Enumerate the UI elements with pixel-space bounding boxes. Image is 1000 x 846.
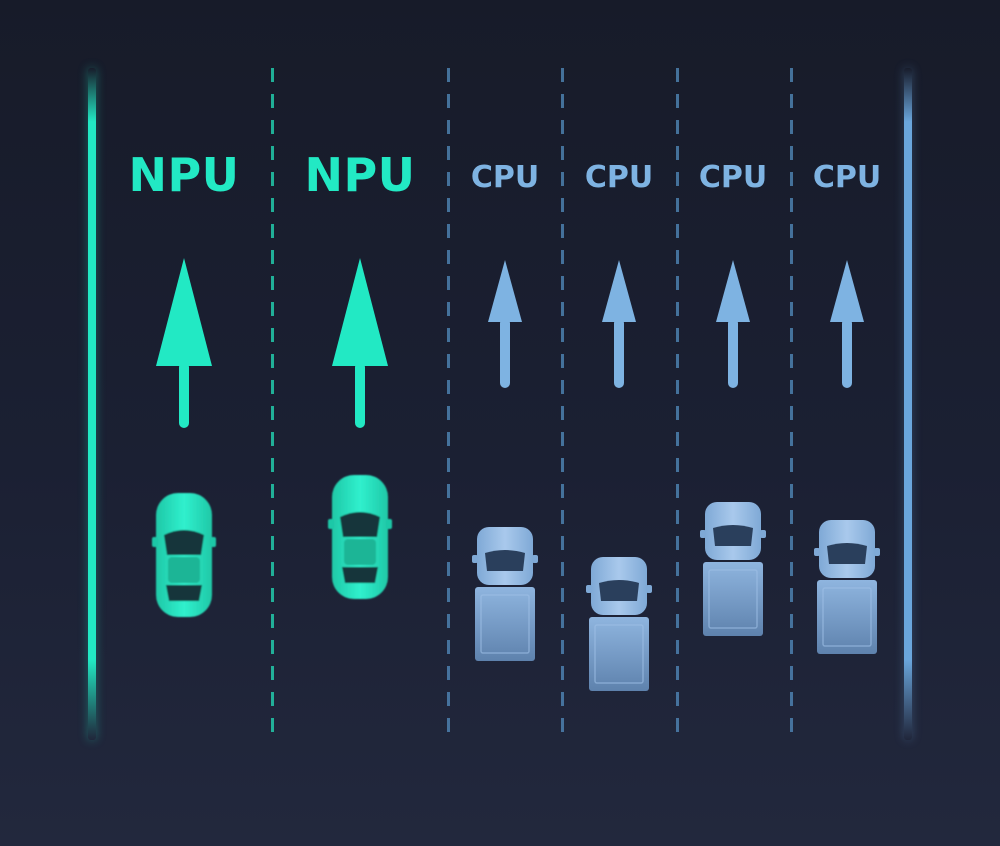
truck-icon	[814, 520, 880, 654]
truck-icon	[586, 557, 652, 691]
sports-car-icon	[152, 493, 216, 617]
arrow-up-icon	[156, 258, 212, 428]
lane-label-npu-1: NPU	[128, 148, 240, 202]
lane-divider-1	[447, 68, 450, 740]
truck-icon	[472, 527, 538, 661]
lane-label-cpu-3: CPU	[698, 160, 768, 195]
arrow-up-icon	[830, 260, 864, 388]
lane-label-cpu-1: CPU	[470, 160, 540, 195]
arrow-up-icon	[602, 260, 636, 388]
arrow-up-icon	[716, 260, 750, 388]
lane-label-cpu-2: CPU	[584, 160, 654, 195]
cpu-road-edge	[904, 68, 912, 740]
arrow-up-icon	[332, 258, 388, 428]
sports-car-icon	[328, 475, 392, 599]
lane-label-npu-2: NPU	[304, 148, 416, 202]
arrow-up-icon	[488, 260, 522, 388]
lane-divider-3	[676, 68, 679, 740]
lane-label-cpu-4: CPU	[812, 160, 882, 195]
lane-divider-2	[561, 68, 564, 740]
npu-road-edge	[88, 68, 96, 740]
lane-divider-npu	[271, 68, 274, 740]
truck-icon	[700, 502, 766, 636]
lane-divider-4	[790, 68, 793, 740]
